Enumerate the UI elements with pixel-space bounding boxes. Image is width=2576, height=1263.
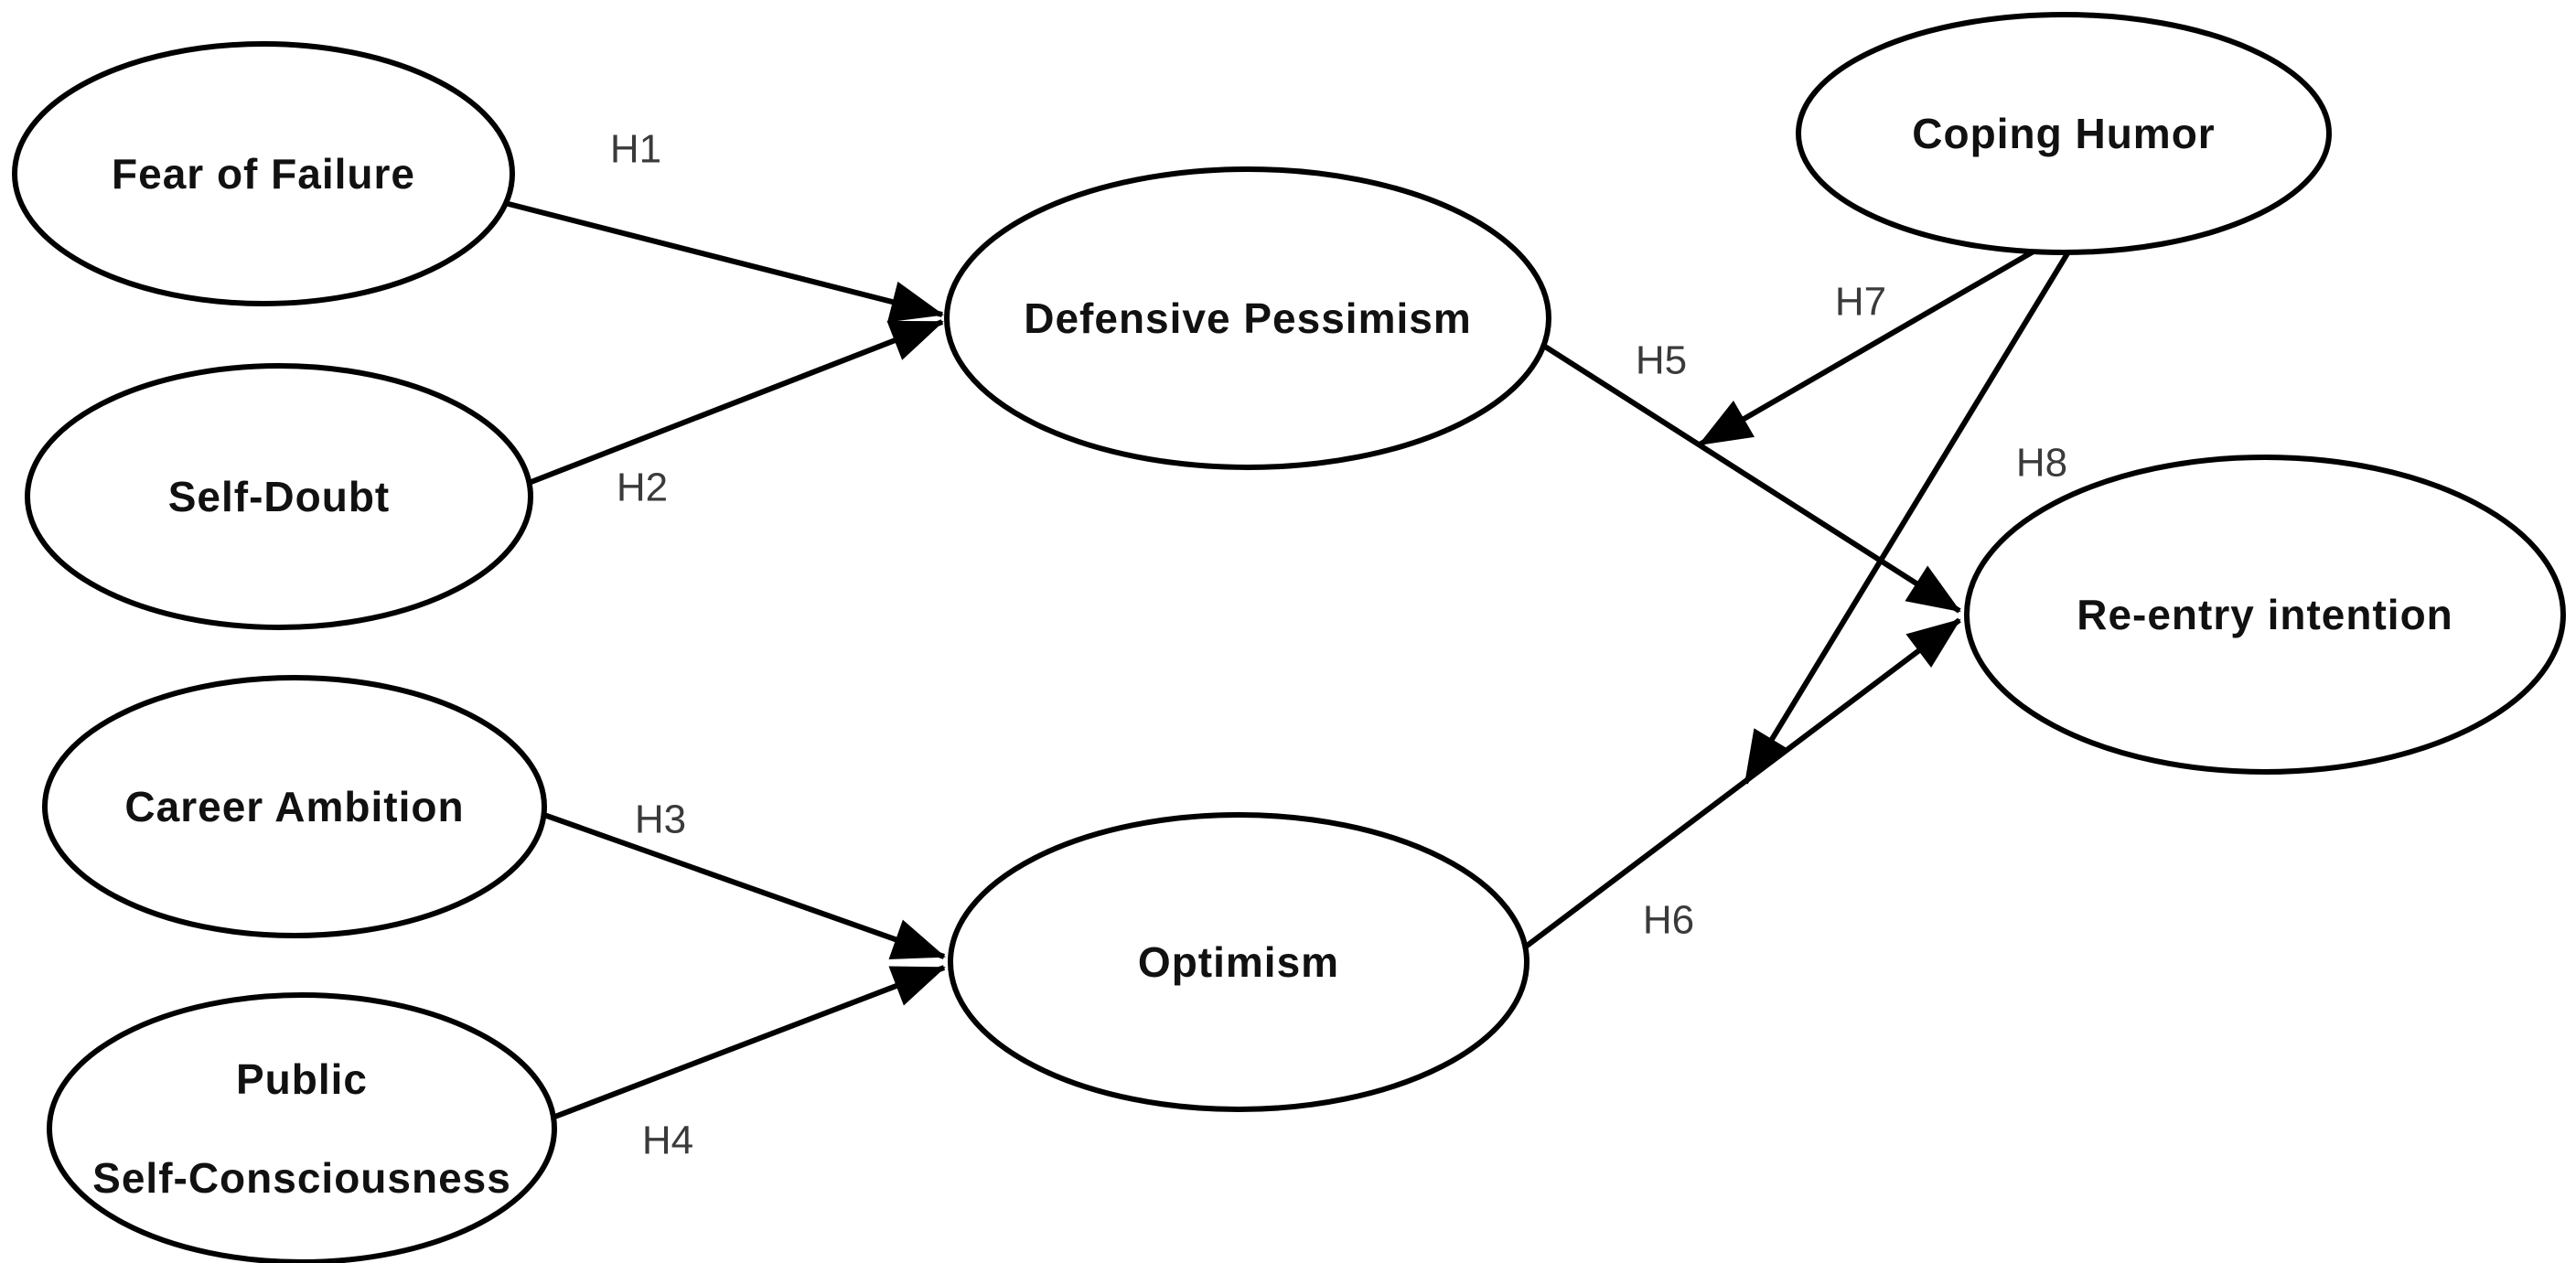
node-optimism-label-line: Optimism: [1138, 938, 1339, 986]
node-career-ambition-label: Career Ambition: [124, 783, 464, 830]
node-defensive-pessimism-label: Defensive Pessimism: [1024, 294, 1472, 342]
edge-h3-arrow: [540, 811, 946, 959]
edge-h1-arrow: [504, 200, 944, 323]
edge-h6-label: H6: [1643, 898, 1694, 943]
edge-h2-label: H2: [617, 466, 668, 510]
edge-h7-label: H7: [1835, 280, 1886, 325]
node-optimism-ellipse: [948, 812, 1530, 1112]
node-public-self-consciousness-label-line: Public: [236, 1055, 368, 1103]
edge-h7-arrow: [1698, 246, 2040, 447]
node-defensive-pessimism-ellipse: [944, 166, 1551, 470]
node-self-doubt-label-line: Self-Doubt: [168, 473, 391, 520]
node-fear-of-failure-label: Fear of Failure: [112, 150, 415, 198]
edge-h5-arrow: [1530, 336, 1961, 614]
edge-h8-label: H8: [2016, 441, 2067, 486]
node-defensive-pessimism-label-line: Defensive Pessimism: [1024, 294, 1472, 342]
edge-h6-arrow: [1520, 617, 1961, 952]
node-re-entry-intention-label-line: Re-entry intention: [2077, 591, 2453, 638]
node-career-ambition-label-line: Career Ambition: [124, 783, 464, 830]
edge-h4-label: H4: [642, 1119, 693, 1163]
edge-h4-arrow: [551, 965, 946, 1120]
node-coping-humor-ellipse: [1796, 12, 2332, 255]
edge-h8-arrow: [1743, 249, 2072, 785]
node-self-doubt-ellipse: [25, 363, 533, 630]
node-career-ambition-ellipse: [42, 675, 547, 938]
node-optimism-label: Optimism: [1138, 938, 1339, 986]
node-coping-humor-label-line: Coping Humor: [1912, 110, 2215, 157]
node-re-entry-intention-ellipse: [1964, 455, 2566, 775]
node-coping-humor-label: Coping Humor: [1912, 110, 2215, 157]
node-self-doubt-label: Self-Doubt: [168, 473, 391, 520]
node-public-self-consciousness-label-line: Self-Consciousness: [92, 1154, 511, 1202]
edge-h3-label: H3: [635, 797, 686, 842]
node-fear-of-failure-ellipse: [12, 41, 515, 306]
edge-h1-label: H1: [610, 127, 661, 172]
node-public-self-consciousness-ellipse: [47, 992, 557, 1263]
node-re-entry-intention-label: Re-entry intention: [2077, 591, 2453, 638]
edge-h5-label: H5: [1636, 338, 1687, 383]
edge-h2-arrow: [527, 319, 944, 486]
node-fear-of-failure-label-line: Fear of Failure: [112, 150, 415, 198]
